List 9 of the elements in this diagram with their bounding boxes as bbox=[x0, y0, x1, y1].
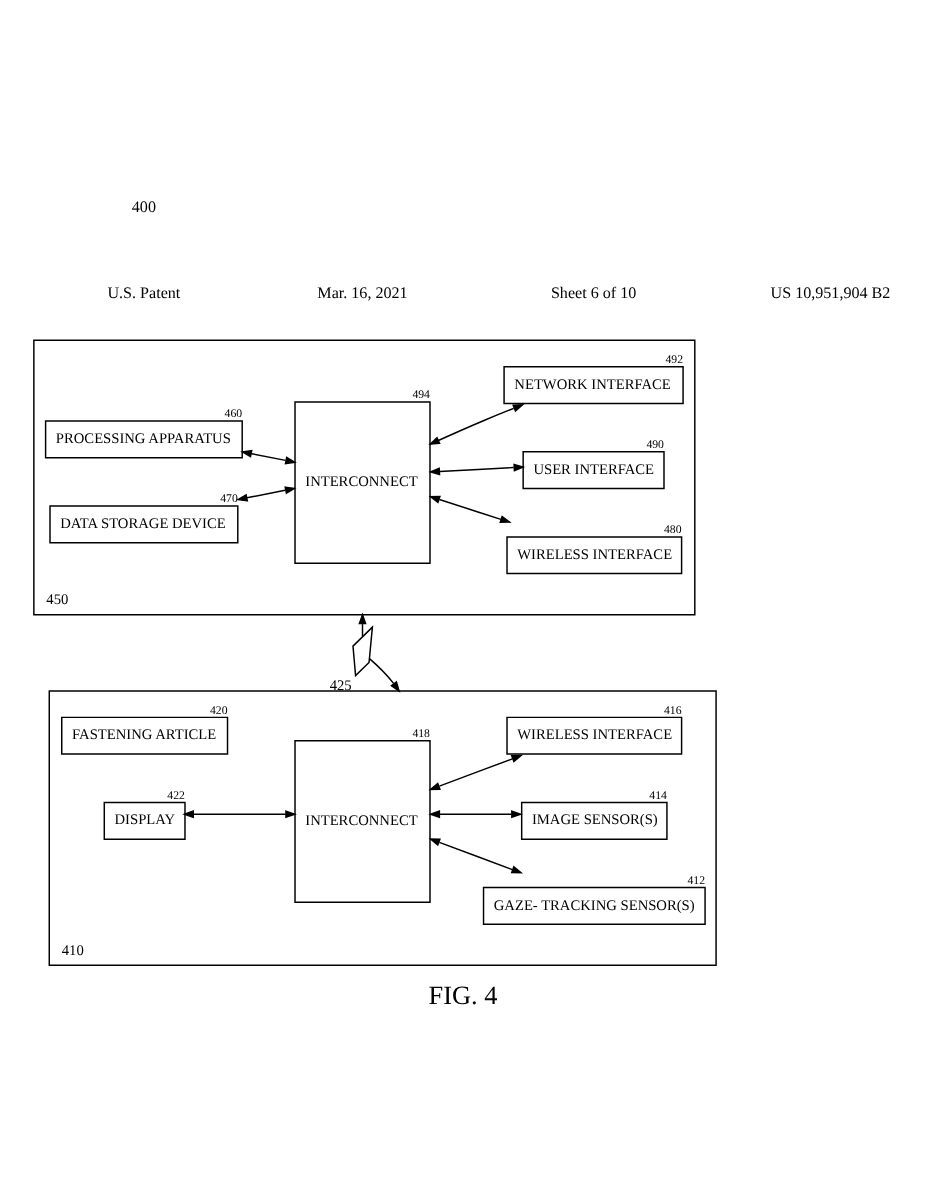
node-label: 410 bbox=[61, 941, 84, 960]
label: Sheet 6 of 10 bbox=[550, 283, 637, 302]
node-label: 425 bbox=[329, 676, 352, 695]
label: US 10,951,904 B2 bbox=[770, 283, 891, 302]
label: 400 bbox=[131, 198, 156, 217]
label: Mar. 16, 2021 bbox=[317, 283, 408, 302]
caption: FIG. 4 bbox=[428, 980, 498, 1011]
node-label: 450 bbox=[46, 590, 69, 609]
label: U.S. Patent bbox=[107, 283, 181, 302]
